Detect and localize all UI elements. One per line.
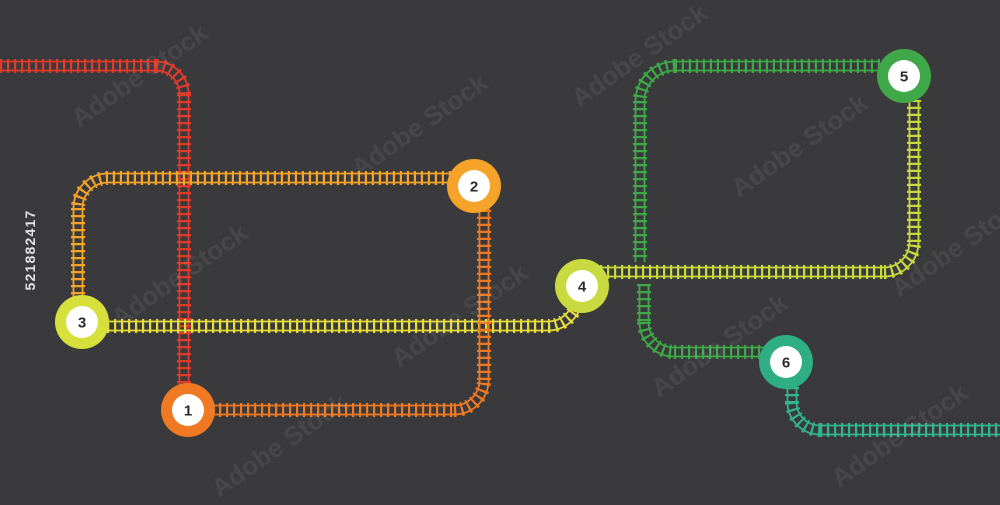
station-3: 3 (55, 295, 109, 349)
lime-track-ties (600, 100, 914, 272)
teal-track-ties (792, 380, 1000, 430)
green-track-ties (640, 66, 880, 262)
station-number: 5 (900, 69, 908, 86)
yellow-track (100, 290, 583, 331)
teal-track-rail-left (797, 380, 1000, 426)
station-1: 1 (161, 383, 215, 437)
green-track-rail-left (645, 71, 881, 263)
amber-track-rail-left (83, 183, 459, 301)
green-track (636, 62, 881, 263)
station-number: 4 (578, 279, 587, 296)
orange-track-rail-left (212, 208, 480, 406)
station-number: 2 (470, 179, 478, 196)
amber-track-ties (78, 178, 458, 300)
yellow-track-rail-left (100, 290, 574, 322)
station-number: 6 (782, 355, 790, 372)
orange-track (212, 208, 489, 415)
green-lower-track-ties (644, 284, 770, 352)
station-4: 4 (555, 259, 609, 313)
station-number: 3 (78, 315, 86, 332)
lime-track-rail-right (600, 100, 919, 277)
orange-track-ties (212, 208, 484, 410)
tracks-layer (0, 62, 1000, 435)
station-2: 2 (447, 159, 501, 213)
amber-track-rail-right (74, 174, 459, 301)
yellow-track-rail-right (100, 290, 583, 331)
lime-track (600, 100, 919, 277)
green-lower-track (640, 284, 771, 357)
green-lower-track-rail-left (649, 284, 771, 348)
station-6: 6 (759, 335, 813, 389)
station-number: 1 (184, 403, 192, 420)
orange-track-rail-right (212, 208, 489, 415)
amber-track (74, 174, 459, 301)
teal-track (788, 380, 1000, 435)
green-track-rail-right (636, 62, 881, 263)
station-5: 5 (877, 49, 931, 103)
image-id-label: 521882417 (22, 210, 38, 291)
